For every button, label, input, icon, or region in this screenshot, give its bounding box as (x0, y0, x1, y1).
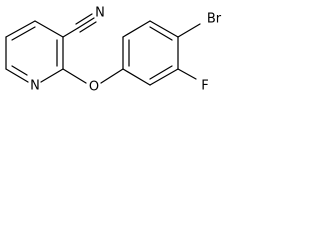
triple-bond-c (79, 21, 97, 33)
pyridine-nitrogen-label: N (30, 79, 40, 94)
bond-c3-c4prime (149, 20, 179, 38)
bond-c4-br (177, 23, 201, 38)
bromine-label: Br (207, 12, 222, 27)
benzene-ring (122, 20, 179, 86)
bond-o-c1prime (100, 68, 124, 84)
bond-c4-c5 (5, 20, 36, 38)
bond-c6-n1 (5, 68, 29, 83)
fluorine-label: F (201, 79, 208, 94)
double-bond-c4-c5 (11, 26, 36, 41)
double-bond-c6-n1 (11, 65, 28, 76)
bond-c2-c3prime (122, 20, 151, 38)
triple-bond-b (75, 13, 93, 25)
bond-c5-f (177, 68, 197, 80)
double-bond-c3-c4prime (149, 26, 173, 41)
bond-n1-c2 (40, 68, 64, 83)
nitrile-group: N (62, 6, 105, 38)
nitrile-nitrogen-label: N (95, 6, 105, 21)
bromine-substituent: Br (177, 12, 222, 38)
triple-bond-a (77, 17, 95, 29)
bond-c6-c1prime (122, 68, 151, 86)
bond-c2-o (62, 68, 87, 84)
bond-c3-c4 (34, 20, 64, 38)
ether-linkage: O (62, 68, 124, 95)
bond-c3-cn (62, 27, 79, 38)
ether-oxygen-label: O (89, 80, 99, 95)
double-bond-c5-c6prime (149, 65, 173, 80)
fluorine-substituent: F (177, 68, 209, 94)
pyridine-ring (5, 20, 64, 83)
bond-c5-c6prime (149, 68, 179, 86)
chemical-structure-diagram: N N O Br F (5, 6, 222, 95)
